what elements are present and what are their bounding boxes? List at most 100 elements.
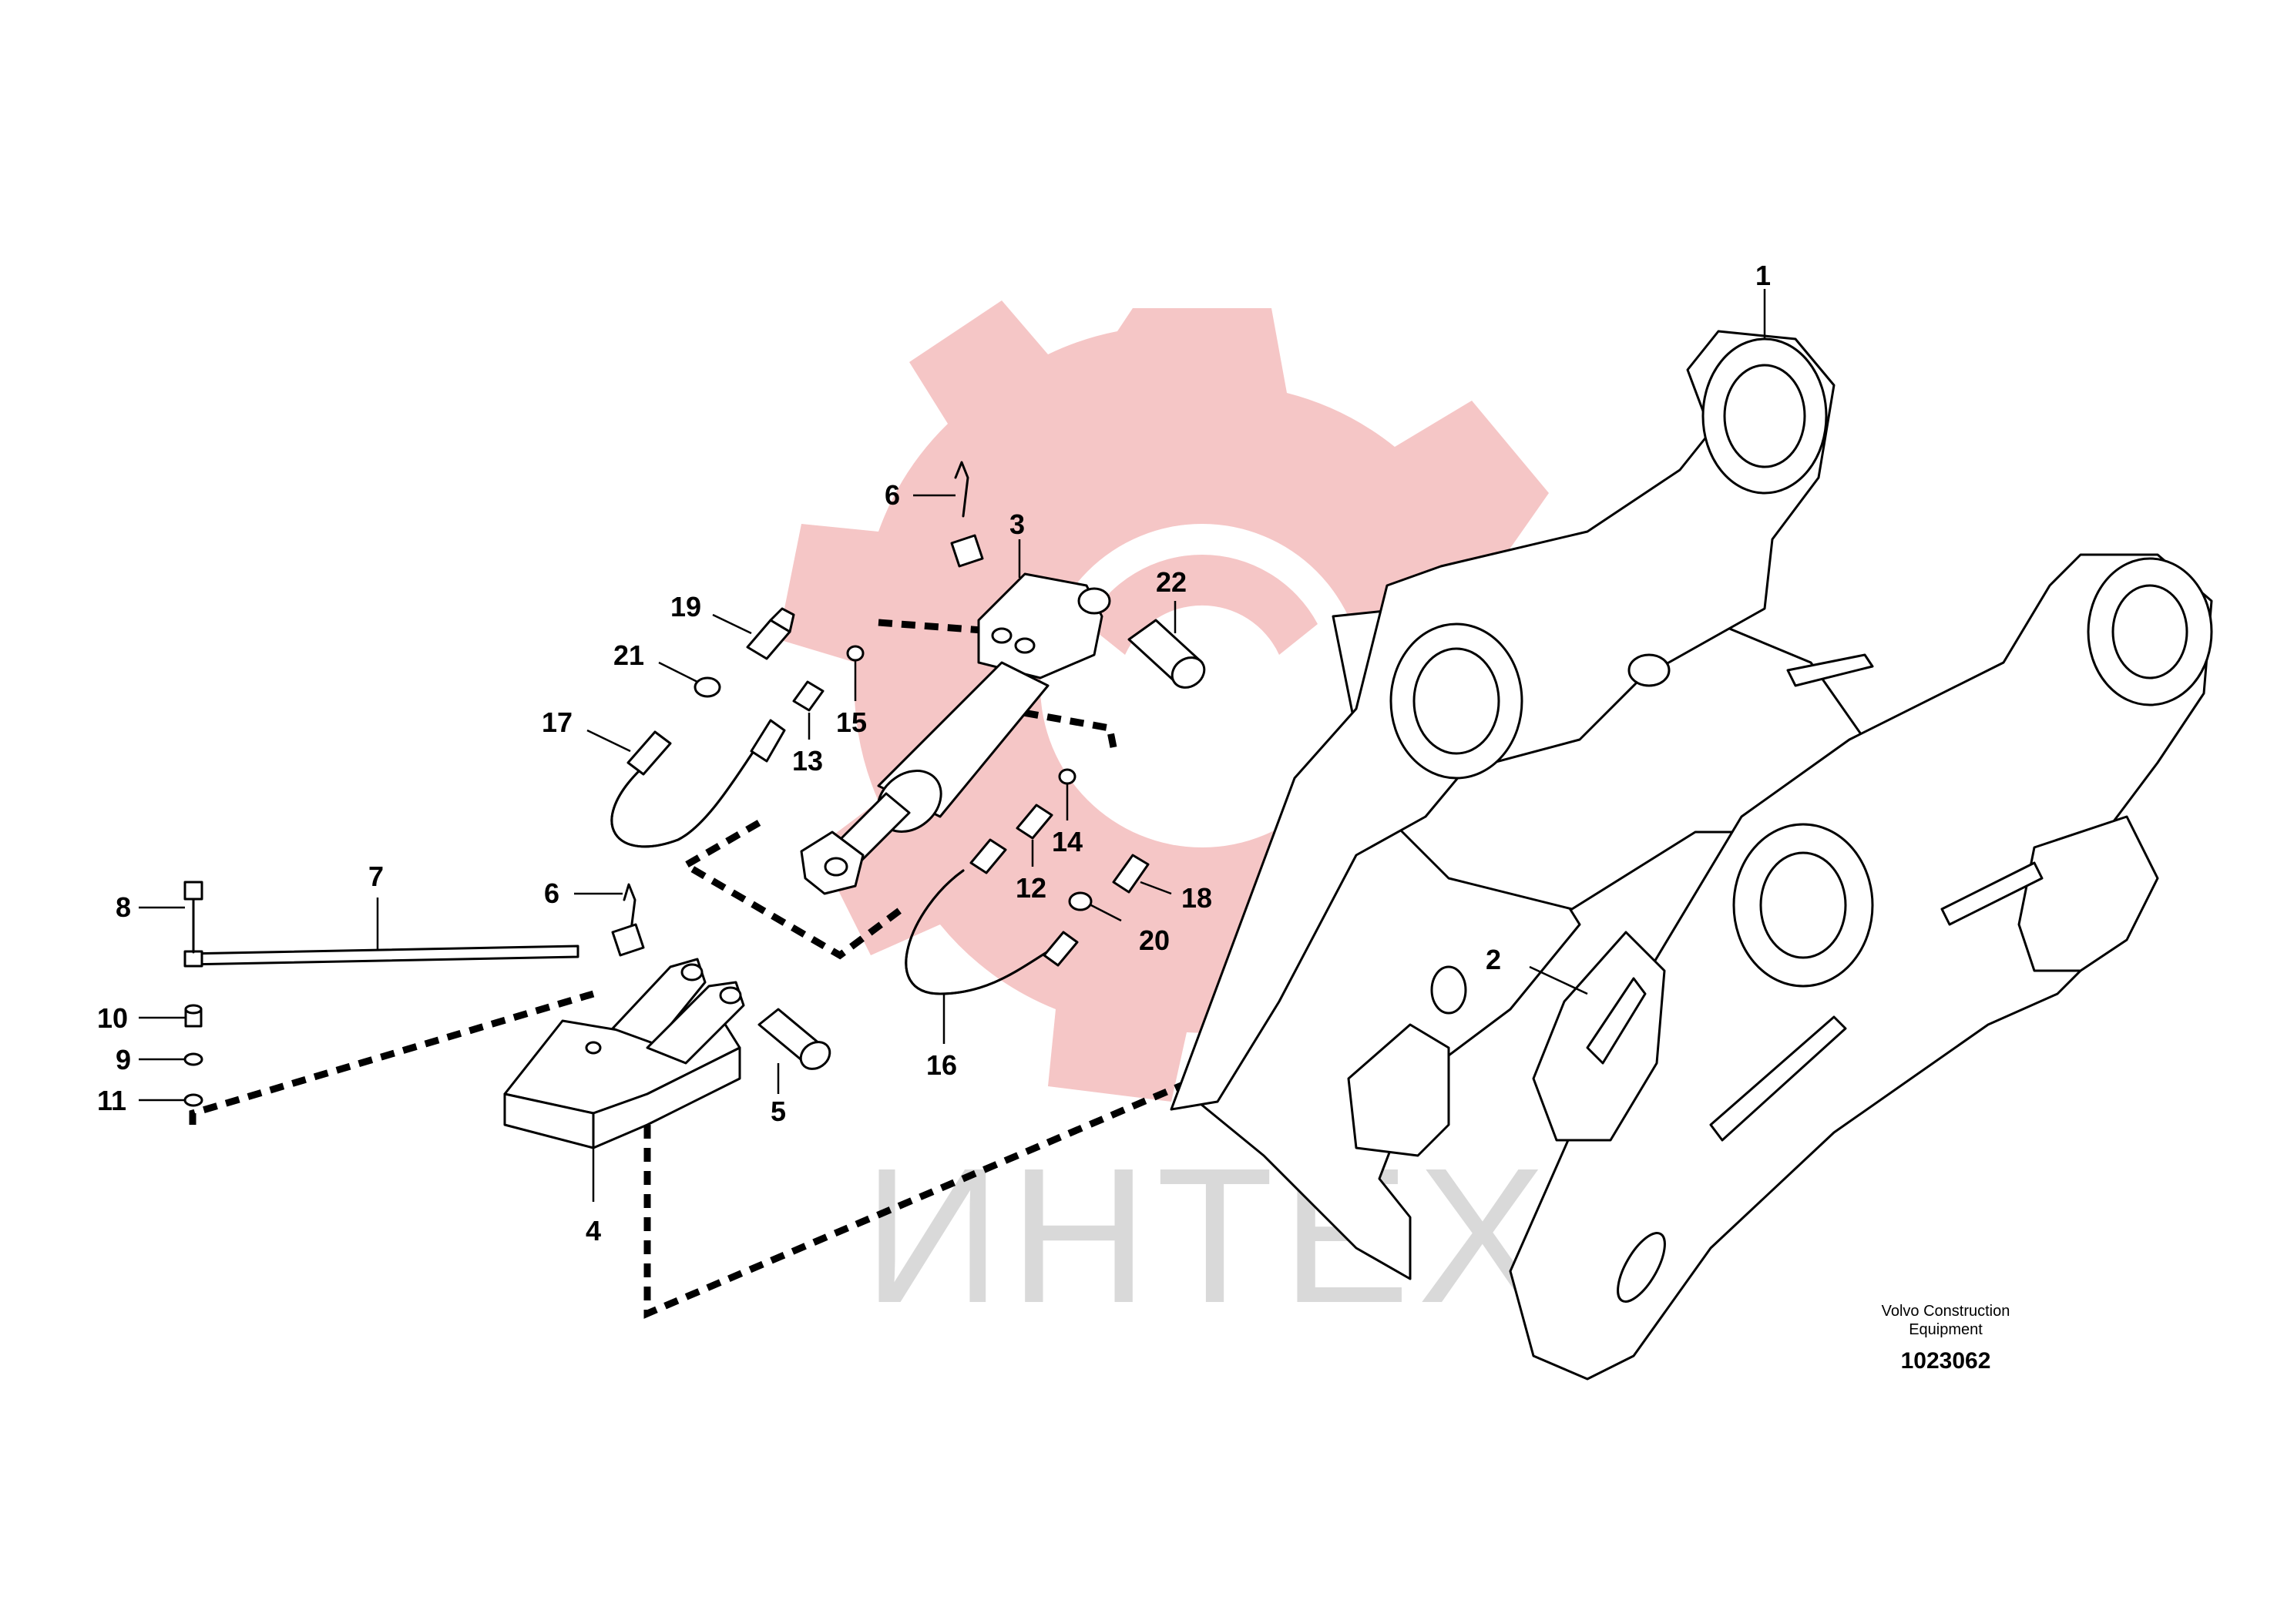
callout-22: 22 bbox=[1156, 566, 1187, 598]
cotter-pin-lower bbox=[611, 883, 645, 957]
caption-line-1: Volvo Construction bbox=[1882, 1303, 2010, 1320]
cotter-pin-lower-shape bbox=[623, 883, 636, 938]
callout-19: 19 bbox=[670, 591, 701, 622]
callout-12: 12 bbox=[1016, 872, 1046, 904]
hose-17-tube-inner bbox=[610, 742, 761, 848]
frame-hole-top bbox=[1627, 653, 1671, 687]
upper-right-pin-hole bbox=[2111, 584, 2188, 679]
fitting-18 bbox=[1112, 854, 1150, 894]
cylinder-head bbox=[977, 572, 1111, 679]
callout-21: 21 bbox=[613, 639, 644, 671]
frame-slot-bottom bbox=[1617, 1232, 1666, 1303]
fitting-13-body bbox=[792, 680, 825, 712]
dashed-line-bolt-to-wedge bbox=[189, 990, 595, 1125]
fitting-12-body bbox=[1016, 804, 1053, 840]
callout-18: 18 bbox=[1181, 882, 1212, 914]
hose-16-end-a bbox=[969, 838, 1007, 874]
hose-16 bbox=[905, 838, 1079, 995]
bolt-8-head bbox=[183, 881, 203, 901]
caption-line-2: Equipment bbox=[1909, 1321, 1983, 1338]
frame-slot-lower bbox=[1709, 1015, 1847, 1142]
leader-20 bbox=[1090, 904, 1122, 922]
leader-lines bbox=[139, 289, 1766, 1202]
cotter-pin-upper bbox=[950, 461, 984, 568]
callout-7: 7 bbox=[368, 861, 384, 892]
dashed-line-cylinder-rear bbox=[1001, 705, 1117, 748]
callout-13: 13 bbox=[792, 745, 823, 777]
watermark: ИНТЕХ bbox=[778, 300, 1603, 1343]
rod-7-end bbox=[183, 950, 203, 968]
caption: Volvo Construction Equipment 1023062 bbox=[1882, 1303, 2010, 1374]
callout-17: 17 bbox=[542, 706, 573, 738]
cylinder-head-port-2 bbox=[1014, 637, 1036, 654]
hose-16-end-b bbox=[1043, 931, 1079, 967]
cotter-pin-upper-shape bbox=[954, 461, 969, 518]
frame-slot-upper bbox=[1786, 653, 1874, 687]
spacer-10-top bbox=[184, 1004, 203, 1015]
upper-left-pin-hole bbox=[1723, 364, 1806, 468]
callout-16: 16 bbox=[926, 1049, 957, 1081]
left-pin-hole bbox=[1412, 647, 1500, 755]
callout-20: 20 bbox=[1139, 924, 1170, 956]
leader-21 bbox=[658, 661, 698, 683]
cylinder-head-pin-hole bbox=[1077, 587, 1111, 615]
bolt-8 bbox=[183, 881, 203, 954]
o-ring-14 bbox=[1058, 768, 1076, 785]
fitting-18-body bbox=[1112, 854, 1150, 894]
cylinder-rod-eye-hole bbox=[824, 857, 848, 877]
leader-19 bbox=[712, 613, 752, 635]
dashed-line-loop bbox=[679, 820, 904, 960]
fitting-20-nut bbox=[1068, 891, 1093, 911]
washer-9-shape bbox=[183, 1052, 203, 1066]
bushing-upper bbox=[950, 534, 984, 568]
callout-4: 4 bbox=[586, 1215, 601, 1247]
callout-9: 9 bbox=[116, 1044, 131, 1075]
leader-2 bbox=[1529, 965, 1588, 995]
callout-5: 5 bbox=[771, 1096, 786, 1127]
frame-hole-small bbox=[1430, 965, 1467, 1015]
callout-1: 1 bbox=[1755, 260, 1771, 291]
bushing-lower bbox=[611, 923, 645, 957]
wedge-4-yoke-hole-left bbox=[680, 963, 704, 981]
fitting-19-head bbox=[769, 607, 795, 633]
fitting-13 bbox=[792, 680, 825, 712]
callout-6-upper: 6 bbox=[885, 479, 900, 511]
hook-latch bbox=[1586, 977, 1647, 1065]
frame-bottom-lug bbox=[1347, 1023, 1450, 1157]
rod-7-body bbox=[183, 945, 579, 966]
hose-17-end-a bbox=[626, 730, 672, 776]
fitting-19 bbox=[746, 607, 795, 660]
watermark-text: ИНТЕХ bbox=[863, 1128, 1553, 1343]
leader-17 bbox=[586, 729, 631, 753]
lower-right-pin-hole bbox=[1759, 851, 1847, 959]
pin-22-end bbox=[1171, 656, 1206, 689]
callout-6-lower: 6 bbox=[544, 877, 559, 909]
callout-2: 2 bbox=[1486, 944, 1501, 975]
wedge-4-bolt-hole bbox=[585, 1041, 602, 1055]
o-ring-14-shape bbox=[1058, 768, 1076, 785]
fitting-20 bbox=[1068, 891, 1093, 911]
rod-7 bbox=[183, 945, 579, 968]
fitting-12 bbox=[1016, 804, 1053, 840]
hose-17-end-b bbox=[750, 719, 786, 763]
pin-5 bbox=[757, 1008, 831, 1070]
spacer-10 bbox=[184, 1004, 203, 1028]
hose-16-tube-inner bbox=[905, 869, 1050, 995]
callout-labels: 1 2 3 4 5 6 6 7 8 9 10 11 12 13 14 15 16… bbox=[97, 260, 1771, 1247]
fitting-21 bbox=[694, 676, 721, 698]
cylinder bbox=[800, 661, 1050, 895]
callout-11: 11 bbox=[97, 1085, 126, 1116]
figure-number: 1023062 bbox=[1901, 1348, 1991, 1374]
o-ring-15-shape bbox=[846, 645, 865, 662]
pin-5-end bbox=[799, 1041, 831, 1070]
fitting-21-nut bbox=[694, 676, 721, 698]
cylinder-head-block bbox=[977, 572, 1103, 679]
o-ring-15 bbox=[846, 645, 865, 662]
leader-18 bbox=[1140, 881, 1172, 895]
frame-slot-side bbox=[1940, 861, 2044, 926]
wedge-4 bbox=[503, 958, 745, 1149]
nut-11-shape bbox=[183, 1093, 203, 1107]
frame-hook bbox=[2017, 815, 2159, 972]
wedge-4-yoke-hole-right bbox=[719, 986, 742, 1005]
